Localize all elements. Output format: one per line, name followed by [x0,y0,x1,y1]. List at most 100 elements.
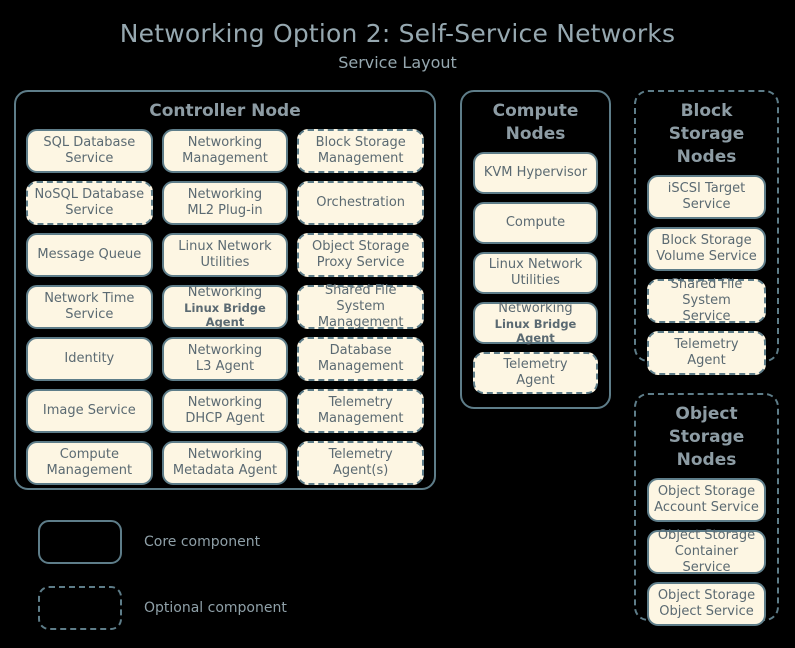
legend-item: Core component [38,516,398,568]
service-label-line1: Telemetry [674,336,739,352]
legend-label: Optional component [144,600,287,616]
service-label-line1: SQL Database [43,135,136,151]
service-label-line1: Telemetry [503,357,568,373]
service-label-line2: Agent(s) [332,462,389,478]
service-label-line2: Agent [516,372,555,388]
service-label-line2: ML2 Plug-in [187,202,263,218]
service-label-line1: Telemetry [328,395,393,411]
service-label-line1: Linux Network [488,257,583,273]
service-label-line1: Block Storage [315,135,406,151]
service-label-line1: Message Queue [37,247,142,262]
service-label-line1: Compute [59,447,119,463]
service-label-line2: Container Service [674,543,739,575]
service-label-line2: Service [682,196,731,212]
service-box[interactable]: Compute [473,201,598,244]
service-label-line1: Image Service [42,403,136,418]
service-label-line2: Service [65,202,114,218]
service-box[interactable]: Image Service [26,388,153,433]
service-label-line2: Management [182,150,268,166]
service-box[interactable]: Orchestration [297,180,424,225]
service-label-line2: Metadata Agent [172,462,278,478]
service-label-line1: Networking [187,285,263,300]
service-label-line1: Block Storage [661,232,752,248]
service-label-line2: Agent [687,352,726,368]
service-label-line2: Proxy Service [316,254,405,270]
service-label-line2: DHCP Agent [185,410,265,426]
group-title-object-storage: Object Storage Nodes [668,404,745,470]
service-label-line2: Utilities [511,272,560,288]
service-label-line1: Linux Network [178,239,272,255]
service-label-line1: Network Time [44,291,135,307]
service-label-line2: Management [317,150,404,166]
service-label-line2: Service [65,306,114,322]
service-label-line2: Account Service [654,499,759,515]
service-label-line1: Identity [64,351,115,366]
service-box[interactable]: Identity [26,336,153,381]
service-label-line1: Networking [187,135,263,151]
service-label-line2: Management [317,314,404,330]
page-title: Networking Option 2: Self-Service Networ… [119,19,676,48]
service-label-line2: Service [65,150,114,166]
service-label-line2: Object Service [659,603,754,619]
group-title-compute: Compute Nodes [492,101,579,144]
service-label-line2: Management [317,358,404,374]
service-label-line1: Shared File System [324,283,397,315]
service-label-line1: Telemetry [328,447,393,463]
service-label-line1: Networking [187,343,263,359]
service-label-line1: Networking [187,447,263,463]
service-label-line2: Linux Bridge Agent [494,316,577,345]
service-label-line1: NoSQL Database [34,187,145,203]
service-box[interactable]: Message Queue [26,232,153,277]
service-label-line1: Object Storage [311,239,410,255]
service-label-line1: Compute [505,214,566,230]
service-label-line1: Object Storage [657,528,756,544]
group-title-block-storage: Block Storage Nodes [668,101,745,167]
service-label-line1: iSCSI Target [667,180,746,196]
legend-label: Core component [144,534,261,550]
service-label-line1: Orchestration [316,195,406,210]
service-label-line2: Utilities [200,254,250,270]
service-label-line2: Service [682,308,731,324]
service-label-line2: Management [317,410,404,426]
service-box[interactable]: KVM Hypervisor [473,151,598,194]
service-label-line1: Database [329,343,392,359]
service-label-line1: Object Storage [657,587,756,603]
legend-swatch-optional [38,586,122,630]
service-label-line1: Object Storage [657,483,756,499]
